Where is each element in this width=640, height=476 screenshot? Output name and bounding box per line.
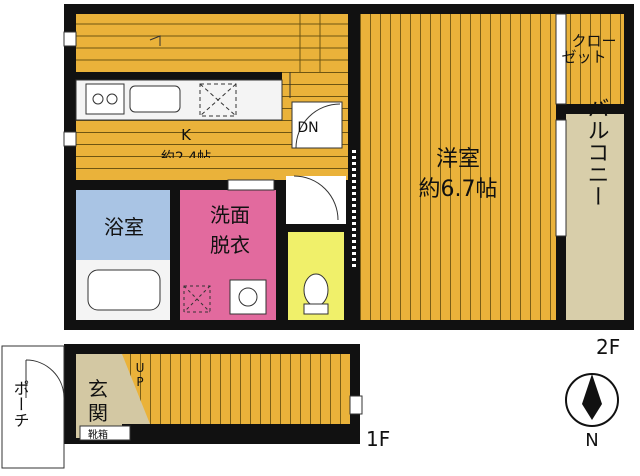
closet-door (555, 13, 567, 105)
stair-arrow-icon (149, 35, 161, 46)
stair-up-label-p: P (136, 375, 143, 389)
toilet-icon (303, 273, 329, 307)
sink-icon (129, 85, 181, 113)
fridge-space-icon (199, 83, 237, 117)
entrance-label-line1: 玄 (88, 377, 108, 401)
burner-right-icon (106, 93, 118, 105)
fridge-space-diag-b (199, 83, 237, 117)
compass-needle-icon (582, 374, 602, 420)
closet-floor (566, 14, 624, 104)
washer-diag-b (183, 285, 211, 313)
kitchen-label: K (181, 126, 192, 144)
stair-up-label-u: U (136, 361, 145, 375)
toilet-door-area (286, 176, 346, 224)
western-room-size: 約6.7帖 (419, 177, 498, 202)
porch-label: ポーチ (11, 380, 30, 428)
balcony-floor (566, 114, 624, 320)
upper-stair-area (76, 14, 348, 72)
upper-floor-label: 2F (596, 335, 620, 359)
vanity-icon (229, 279, 267, 315)
washroom-label-line2: 脱衣 (210, 233, 250, 257)
balcony-window (555, 119, 567, 237)
western-room-floor (360, 14, 556, 320)
stove-icon (85, 83, 125, 115)
closet-label-line2: ゼット (561, 48, 606, 66)
stair-door-swing (295, 103, 341, 149)
stair-door (291, 101, 343, 149)
porch (1, 345, 65, 469)
window-left-2 (63, 131, 77, 147)
bath-floor (76, 190, 170, 260)
closet-label-line1: クロー (571, 32, 616, 50)
balcony-label: バルコニー (584, 97, 609, 207)
entrance-label-line2: 関 (88, 401, 108, 425)
entry-door-swing (25, 359, 65, 399)
compass-north-label: N (585, 430, 598, 451)
lower-stair-landing (122, 354, 150, 424)
washroom-label-line1: 洗面 (210, 203, 250, 227)
stair-down-label: DN (297, 120, 318, 136)
shoe-box (79, 425, 131, 441)
lower-stair-area (122, 354, 350, 424)
washer-space-icon (183, 285, 211, 313)
western-room-label: 洋室 (436, 147, 480, 172)
lower-window (349, 395, 363, 415)
basin-icon (238, 287, 258, 307)
bathtub-icon (87, 269, 161, 311)
toilet-door-swing (293, 175, 339, 221)
bath-label: 浴室 (104, 215, 144, 239)
toilet-tank-icon (303, 303, 329, 315)
washroom-door (227, 179, 275, 191)
hallway-floor (76, 158, 348, 180)
entrance-floor (76, 354, 122, 438)
burner-left-icon (92, 93, 104, 105)
upper-stair-treads (76, 14, 348, 72)
lower-floor-label: 1F (366, 427, 390, 451)
window-left-1 (63, 31, 77, 47)
shoe-box-label: 靴箱 (88, 428, 108, 441)
